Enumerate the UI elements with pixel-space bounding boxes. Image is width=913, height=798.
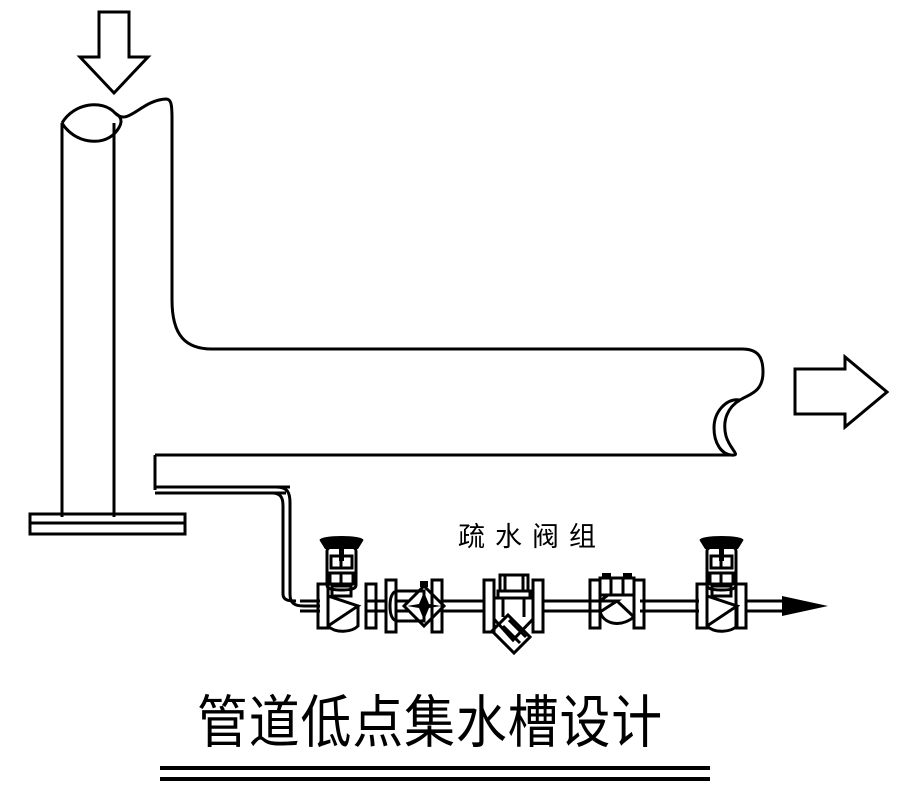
plug-valve <box>388 581 447 629</box>
drain-pipe <box>155 485 320 608</box>
outlet-flow-arrow <box>793 353 890 431</box>
pipe-break-right-icon <box>712 371 765 457</box>
flange-set <box>316 578 748 634</box>
valve-group-label: 疏水阀组 <box>458 522 606 553</box>
gate-valve-1 <box>319 536 364 633</box>
vertical-riser-pipe <box>60 118 174 517</box>
inlet-flow-arrow <box>76 10 152 96</box>
steam-trap <box>598 573 636 625</box>
pipe-break-top-icon <box>60 97 174 143</box>
y-strainer <box>489 573 535 656</box>
horizontal-header-pipe <box>155 299 765 457</box>
valve-train-run-pipe <box>300 599 790 613</box>
gate-valve-2 <box>699 536 744 633</box>
base-plate <box>28 512 187 536</box>
drawing-title: 管道低点集水槽设计 <box>197 690 663 756</box>
title-underline <box>160 766 710 781</box>
drain-outlet-arrowhead <box>782 596 828 616</box>
